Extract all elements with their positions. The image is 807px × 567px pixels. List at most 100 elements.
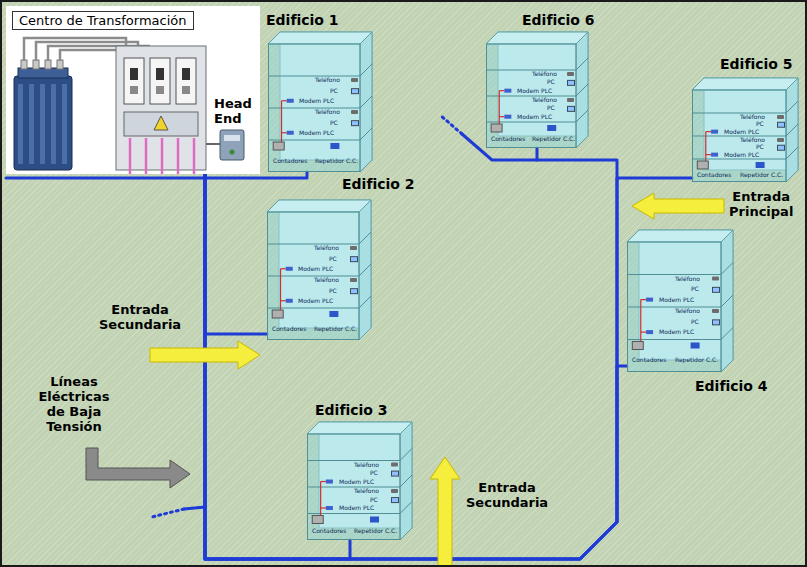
building-title: Edificio 2 bbox=[342, 176, 415, 193]
entry-label: Entrada Secundaria bbox=[466, 480, 548, 510]
device-label-holder: Teléfono bbox=[740, 114, 765, 121]
device-label: Contadores bbox=[697, 172, 731, 179]
building-illustration bbox=[281, 268, 286, 269]
entry-label-holder: Entrada Secundaria bbox=[99, 302, 181, 332]
substation-illustration bbox=[21, 60, 27, 69]
substation-illustration bbox=[154, 116, 168, 130]
device-label-holder: Modem PLC bbox=[299, 130, 334, 137]
building-illustration bbox=[641, 299, 646, 300]
building-illustration bbox=[360, 128, 372, 140]
building-illustration bbox=[786, 78, 798, 182]
entry-label: Entrada Secundaria bbox=[99, 302, 181, 332]
building-illustration bbox=[350, 246, 357, 250]
building-illustration bbox=[777, 138, 784, 142]
building-illustration bbox=[778, 123, 784, 127]
building-illustration bbox=[567, 80, 575, 86]
device-label-holder: Modem PLC bbox=[299, 98, 334, 105]
device-label: Repetidor C.C. bbox=[354, 528, 397, 535]
station-title-holder: Centro de Transformación bbox=[12, 11, 194, 30]
substation-illustration bbox=[156, 86, 164, 94]
device-label: Repetidor C.C. bbox=[675, 357, 718, 364]
device-label: Contadores bbox=[491, 136, 525, 143]
building-illustration bbox=[567, 72, 574, 76]
building-illustration bbox=[777, 145, 785, 151]
substation-illustration bbox=[45, 60, 51, 69]
building-illustration bbox=[329, 311, 338, 317]
building-illustration bbox=[400, 422, 412, 540]
building-illustration bbox=[352, 89, 358, 93]
device-label-holder: Modem PLC bbox=[339, 505, 374, 512]
substation-illustration bbox=[193, 138, 196, 174]
building-illustration bbox=[786, 147, 798, 159]
device-label: Teléfono bbox=[314, 245, 339, 252]
building-illustration bbox=[628, 242, 722, 372]
substation-illustration bbox=[230, 150, 235, 155]
building-illustration bbox=[721, 263, 733, 275]
transformer-center: Centro de TransformaciónHead End bbox=[6, 6, 260, 174]
building-illustration bbox=[486, 32, 588, 44]
building-illustration bbox=[576, 110, 588, 122]
device-label-holder: Teléfono bbox=[532, 71, 557, 78]
building-illustration bbox=[627, 274, 721, 275]
building-illustration bbox=[706, 154, 711, 155]
power-line-continuation bbox=[440, 115, 462, 134]
substation-illustration bbox=[57, 60, 63, 69]
device-label-holder: Repetidor C.C. bbox=[315, 158, 358, 165]
device-label-holder: Modem PLC bbox=[339, 479, 374, 486]
device-label: PC bbox=[756, 144, 764, 151]
substation-illustration bbox=[29, 84, 34, 164]
building-illustration bbox=[392, 498, 398, 502]
building-illustration bbox=[359, 232, 371, 244]
building-illustration bbox=[547, 125, 556, 131]
building-illustration bbox=[320, 482, 321, 518]
device-label: Contadores bbox=[273, 158, 307, 165]
building-illustration bbox=[268, 32, 372, 44]
building-illustration bbox=[321, 507, 326, 508]
building-illustration bbox=[786, 101, 798, 113]
building-illustration bbox=[350, 256, 358, 262]
device-label-holder: Teléfono bbox=[675, 308, 700, 315]
building-illustration bbox=[567, 106, 575, 112]
device-label-holder: Modem PLC bbox=[659, 297, 694, 304]
substation-illustration bbox=[51, 84, 56, 164]
building-illustration bbox=[692, 113, 786, 114]
building-illustration bbox=[391, 489, 398, 493]
device-label: Modem PLC bbox=[724, 152, 759, 159]
device-label-holder: PC bbox=[370, 497, 378, 504]
device-label: Modem PLC bbox=[724, 129, 759, 136]
building-illustration bbox=[712, 309, 719, 313]
device-label: Repetidor C.C. bbox=[315, 158, 358, 165]
building-illustration bbox=[308, 434, 401, 540]
device-label-holder: Repetidor C.C. bbox=[675, 357, 718, 364]
building-illustration bbox=[504, 89, 511, 93]
device-label-holder: Repetidor C.C. bbox=[314, 326, 357, 333]
device-label-holder: Teléfono bbox=[740, 137, 765, 144]
building-illustration bbox=[351, 120, 359, 126]
building-illustration bbox=[706, 131, 711, 132]
building-illustration bbox=[391, 463, 398, 467]
building-illustration bbox=[777, 122, 785, 128]
device-label: Teléfono bbox=[740, 137, 765, 144]
building-title: Edificio 3 bbox=[315, 402, 388, 419]
building-title-holder: Edificio 2 bbox=[342, 176, 415, 193]
building-illustration bbox=[359, 264, 371, 276]
building-illustration bbox=[721, 295, 733, 307]
building-illustration bbox=[778, 146, 784, 150]
device-label-holder: Teléfono bbox=[675, 276, 700, 283]
entry-label-holder: Entrada Principal bbox=[729, 189, 793, 219]
device-label: PC bbox=[691, 286, 699, 293]
building-illustration bbox=[693, 90, 787, 182]
building-illustration bbox=[576, 58, 588, 70]
building-illustration bbox=[576, 32, 588, 148]
device-label: Teléfono bbox=[315, 77, 340, 84]
device-label-holder: PC bbox=[756, 144, 764, 151]
building-illustration bbox=[370, 517, 379, 523]
device-label-holder: PC bbox=[330, 120, 338, 127]
building-illustration bbox=[487, 44, 577, 148]
device-label: Teléfono bbox=[532, 71, 557, 78]
building-illustration bbox=[705, 132, 706, 163]
building-box: Edificio 4TeléfonoPCModem PLCTeléfonoPCM… bbox=[627, 230, 733, 372]
device-label-holder: Contadores bbox=[312, 528, 346, 535]
building-illustration bbox=[268, 212, 360, 340]
